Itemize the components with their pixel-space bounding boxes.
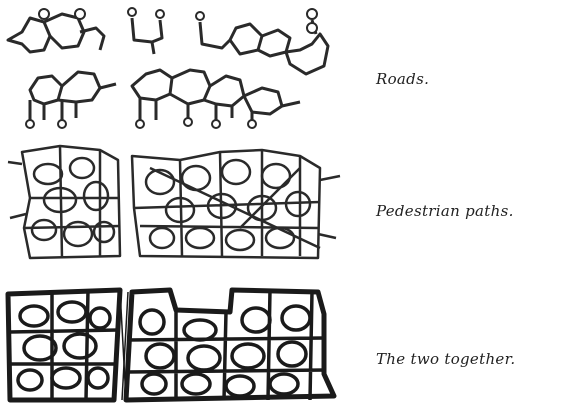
caption-roads: Roads. [376,70,429,88]
combined-network-drawing [0,278,360,403]
combined-network-diagram [0,278,360,403]
caption-the-two-together: The two together. [376,350,515,368]
roads-network-drawing [0,0,360,135]
roads-diagram [0,0,360,135]
pedestrian-network-drawing [0,138,360,268]
caption-pedestrian-paths: Pedestrian paths. [376,202,514,220]
pedestrian-paths-diagram [0,138,360,268]
